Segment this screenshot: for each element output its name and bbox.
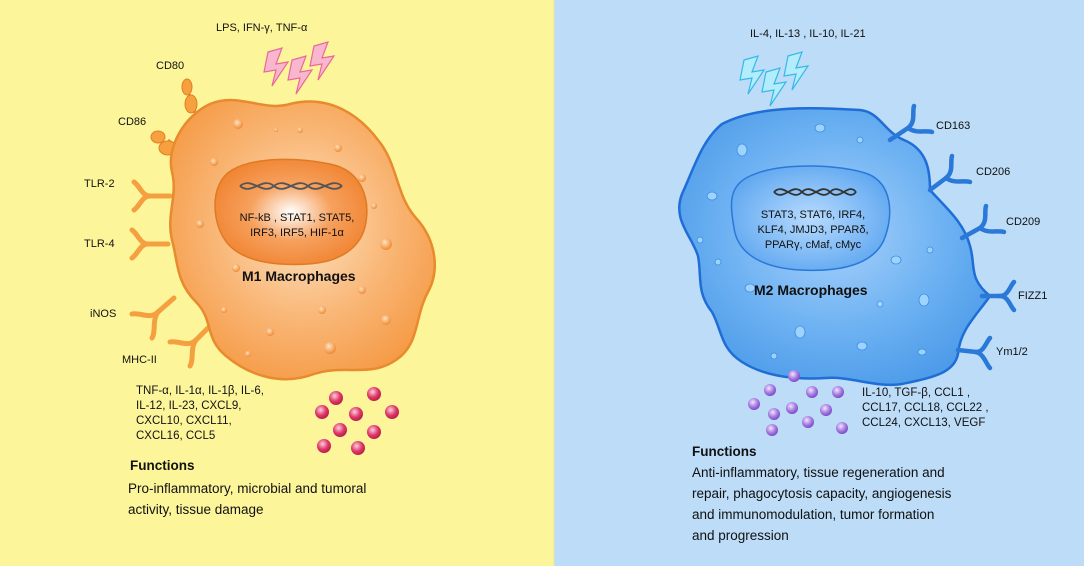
m2-stimulus-bolts-icon (739, 51, 810, 107)
cd209-label: CD209 (1006, 216, 1041, 228)
m1-nucleus-factors: NF-kB , STAT1, STAT5, IRF3, IRF5, HIF-1α (222, 211, 372, 241)
inos-receptor-icon (129, 295, 177, 341)
m2-nucleus-line: PPARγ, cMaf, cMyc (764, 239, 862, 251)
fizz1-label: FIZZ1 (1018, 290, 1048, 302)
cd163-receptor-icon (887, 103, 935, 143)
m1-stimuli-label: LPS, IFN-γ, TNF-α (216, 22, 308, 34)
mhc2-receptor-icon (167, 323, 213, 369)
m1-functions-heading: Functions (130, 458, 195, 473)
m1-cytokine-line: IL-12, IL-23, CXCL9, (136, 400, 242, 412)
tlr4-receptor-icon (129, 227, 171, 261)
tlr4-label: TLR-4 (84, 238, 115, 250)
ym12-label: Ym1/2 (996, 346, 1028, 358)
m2-title: M2 Macrophages (754, 282, 868, 298)
m2-stimuli-label: IL-4, IL-13 , IL-10, IL-21 (750, 28, 866, 40)
m1-cytokine-dots (315, 387, 399, 455)
m1-receptors (129, 78, 213, 369)
m2-functions-heading: Functions (692, 444, 757, 459)
cd206-receptor-icon (927, 153, 973, 193)
cd206-label: CD206 (976, 166, 1011, 178)
m2-cytokine-line: IL-10, TGF-β, CCL1 , (862, 387, 971, 399)
m1-functions-text: Pro-inflammatory, microbial and tumoral … (128, 478, 366, 520)
m2-cytokines: IL-10, TGF-β, CCL1 , CCL17, CCL18, CCL22… (862, 386, 989, 431)
m1-vesicles (196, 119, 392, 357)
m2-nucleus-line: STAT3, STAT6, IRF4, (760, 209, 866, 221)
m1-title: M1 Macrophages (242, 268, 356, 284)
m2-nucleus-factors: STAT3, STAT6, IRF4, KLF4, JMJD3, PPARδ, … (738, 208, 888, 253)
cd86-label: CD86 (118, 116, 147, 128)
m2-functions-line: and immunomodulation, tumor formation (692, 507, 935, 522)
m1-functions-line: activity, tissue damage (128, 502, 264, 517)
m2-vesicles (696, 123, 934, 360)
cd163-label: CD163 (936, 120, 971, 132)
m2-cytokine-line: CCL24, CXCL13, VEGF (862, 417, 986, 429)
m1-cytokine-line: CXCL10, CXCL11, (136, 415, 232, 427)
cd209-receptor-icon (959, 203, 1007, 241)
m2-functions-text: Anti-inflammatory, tissue regeneration a… (692, 462, 951, 546)
m2-nucleus-line: KLF4, JMJD3, PPARδ, (757, 224, 869, 236)
fizz1-receptor-icon (979, 279, 1017, 313)
inos-label: iNOS (90, 308, 117, 320)
m2-functions-line: repair, phagocytosis capacity, angiogene… (692, 486, 952, 501)
m2-receptors (887, 103, 1017, 371)
m1-cytokines: TNF-α, IL-1α, IL-1β, IL-6, IL-12, IL-23,… (136, 384, 264, 444)
m2-nucleus (730, 165, 891, 272)
m1-functions-line: Pro-inflammatory, microbial and tumoral (128, 481, 367, 496)
m2-cytokine-dots (748, 370, 848, 436)
m1-nucleus-line: NF-kB , STAT1, STAT5, (239, 212, 355, 224)
m2-dna-icon (773, 188, 857, 196)
m2-functions-line: and progression (692, 528, 789, 543)
m1-dna-icon (239, 182, 343, 190)
m1-cytokine-line: TNF-α, IL-1α, IL-1β, IL-6, (136, 385, 264, 397)
mhc2-label: MHC-II (122, 354, 157, 366)
tlr2-label: TLR-2 (84, 178, 115, 190)
cd80-label: CD80 (156, 60, 185, 72)
m2-functions-line: Anti-inflammatory, tissue regeneration a… (692, 465, 945, 480)
m1-stimulus-bolts-icon (263, 41, 336, 95)
m1-nucleus (214, 158, 368, 266)
m2-cytokine-line: CCL17, CCL18, CCL22 , (862, 402, 989, 414)
m1-nucleus-line: IRF3, IRF5, HIF-1α (250, 227, 344, 239)
tlr2-receptor-icon (131, 179, 173, 213)
ym12-receptor-icon (955, 335, 993, 371)
m1-cytokine-line: CXCL16, CCL5 (136, 430, 216, 442)
